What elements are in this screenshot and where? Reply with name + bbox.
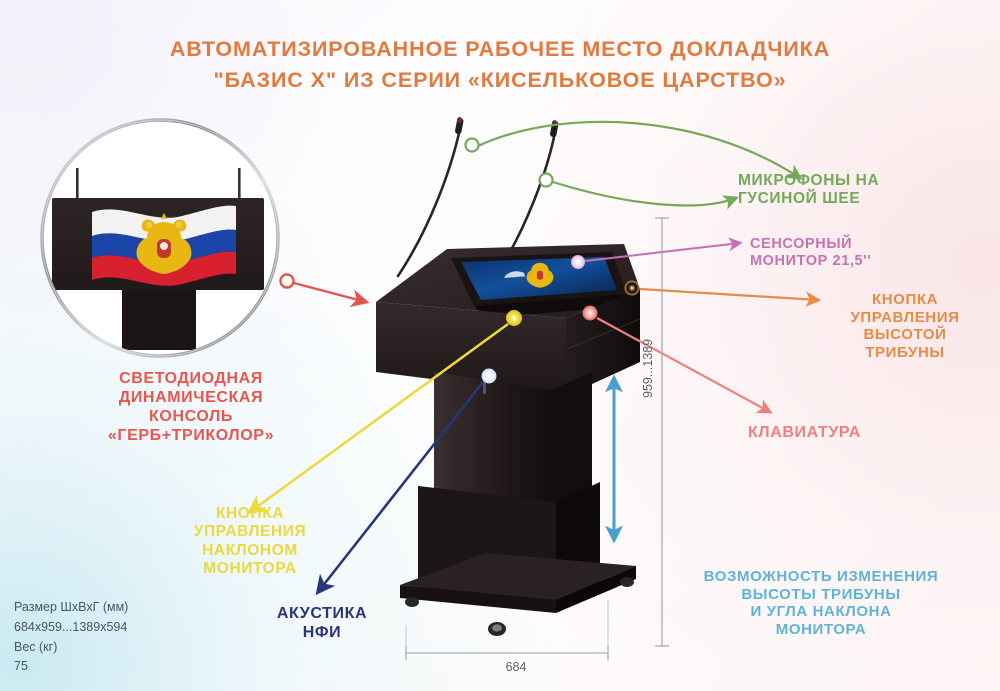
- spec-block: Размер ШхВхГ (мм) 684x959...1389x594 Вес…: [14, 598, 128, 677]
- title-line-2: "БАЗИС X" ИЗ СЕРИИ «КИСЕЛЬКОВОЕ ЦАРСТВО»: [213, 67, 787, 92]
- leader-keyboard: [582, 305, 773, 414]
- spec-weight-caption: Вес (кг): [14, 639, 58, 654]
- callout-height-button: КНОПКА УПРАВЛЕНИЯ ВЫСОТОЙ ТРИБУНЫ: [850, 291, 960, 362]
- dimension-height-label: 959...1389: [641, 338, 655, 398]
- microphone-left-icon: [396, 117, 464, 278]
- spec-size-caption: Размер ШхВхГ (мм): [14, 600, 129, 614]
- callout-touch-monitor: СЕНСОРНЫЙ МОНИТОР 21,5'': [750, 236, 872, 270]
- page-title: АВТОМАТИЗИРОВАННОЕ РАБОЧЕЕ МЕСТО ДОКЛАДЧ…: [0, 34, 1000, 95]
- leader-microphones: [464, 120, 803, 210]
- callout-tilt-button: КНОПКА УПРАВЛЕНИЯ НАКЛОНОМ МОНИТОРА: [193, 505, 307, 577]
- screen-emblem-icon: [504, 262, 554, 288]
- callout-speaker: АКУСТИКА НФИ: [276, 605, 368, 641]
- leader-led-console: [279, 273, 370, 308]
- callout-capability: ВОЗМОЖНОСТЬ ИЗМЕНЕНИЯ ВЫСОТЫ ТРИБУНЫ И У…: [703, 568, 939, 639]
- dimension-lines: [405, 217, 669, 660]
- title-line-1: АВТОМАТИЗИРОВАННОЕ РАБОЧЕЕ МЕСТО ДОКЛАДЧ…: [169, 37, 831, 61]
- led-console-inset: [40, 118, 280, 358]
- callout-microphones: МИКРОФОНЫ НА ГУСИНОЙ ШЕЕ: [738, 172, 880, 208]
- leader-height-button: [624, 280, 822, 307]
- caster-wheels: [405, 577, 634, 636]
- callout-keyboard: КЛАВИАТУРА: [748, 424, 861, 441]
- dimension-width-label: 684: [505, 660, 527, 674]
- spec-size-value: 684x959...1389x594: [14, 619, 128, 634]
- leader-speaker: [315, 368, 497, 596]
- russian-emblem-icon: [136, 213, 192, 274]
- callout-led-console: СВЕТОДИОДНАЯ ДИНАМИЧЕСКАЯ КОНСОЛЬ «ГЕРБ+…: [107, 370, 275, 444]
- spec-weight-value: 75: [14, 659, 28, 674]
- leader-tilt-button: [246, 310, 522, 515]
